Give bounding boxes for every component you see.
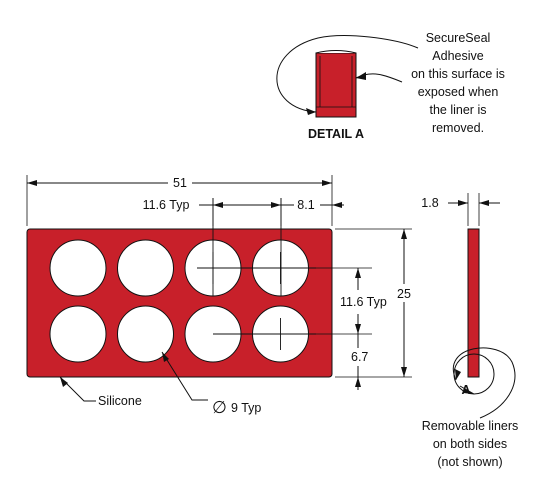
overall-height-label: 25 xyxy=(397,287,411,301)
front-view: 51 11.6 Typ 8.1 11.6 Typ 6.7 25 xyxy=(26,175,412,417)
diameter-symbol: ∅ xyxy=(212,398,227,417)
detail-a-strip-top-curve xyxy=(315,50,357,54)
side-profile xyxy=(467,228,480,378)
detail-a-boundary-curve xyxy=(276,35,419,113)
liner-note-leader xyxy=(453,347,516,419)
diameter-leader xyxy=(161,351,208,401)
thickness-label: 1.8 xyxy=(421,196,438,210)
hole xyxy=(117,239,174,297)
height-arrow-top xyxy=(401,229,407,239)
adhesive-note-line: the liner is xyxy=(430,103,487,117)
edge-offset-label: 8.1 xyxy=(297,198,314,212)
detail-a-boundary-arrow xyxy=(306,108,316,115)
pitch-arrow-left xyxy=(213,202,223,208)
vertical-pitch-label: 11.6 Typ xyxy=(340,295,387,309)
hole-pitch-label: 11.6 Typ xyxy=(143,198,190,212)
material-leader-arrow xyxy=(60,377,68,387)
liner-note-line: on both sides xyxy=(433,437,507,451)
width-arrow-right xyxy=(322,180,332,186)
vertical-pitch-arrow-bottom xyxy=(355,324,361,334)
adhesive-note-line: exposed when xyxy=(418,85,499,99)
liner-note-arrow xyxy=(455,369,461,380)
detail-a-view: DETAIL A SecureSeal Adhesive on this sur… xyxy=(276,31,505,141)
adhesive-note-line: SecureSeal xyxy=(426,31,491,45)
pitch-arrow-right xyxy=(271,202,281,208)
bottom-offset-arrow xyxy=(355,377,361,387)
material-leader xyxy=(59,376,96,402)
adhesive-note-line: on this surface is xyxy=(411,67,505,81)
overall-width-label: 51 xyxy=(173,176,187,190)
detail-a-callout-arrow xyxy=(463,388,474,394)
side-view: 1.8 A Removable liners on both sides (no… xyxy=(421,193,518,469)
material-label: Silicone xyxy=(98,394,142,408)
hole xyxy=(49,305,107,363)
liner-note-line: (not shown) xyxy=(437,455,502,469)
thickness-arrow-left xyxy=(458,200,468,206)
bottom-offset-label: 6.7 xyxy=(351,350,368,364)
thickness-arrow-right xyxy=(479,200,489,206)
detail-a-title: DETAIL A xyxy=(308,127,364,141)
adhesive-note-line: removed. xyxy=(432,121,484,135)
height-arrow-bottom xyxy=(401,367,407,377)
liner-note: Removable liners on both sides (not show… xyxy=(422,419,519,469)
hole xyxy=(49,239,107,297)
adhesive-note-line: Adhesive xyxy=(432,49,483,63)
detail-a-strip xyxy=(315,52,357,118)
adhesive-note: SecureSeal Adhesive on this surface is e… xyxy=(411,31,505,135)
vertical-pitch-arrow-top xyxy=(355,268,361,278)
adhesive-note-arrow xyxy=(356,72,366,80)
detail-a-callout-letter: A xyxy=(461,383,470,397)
hole-grid xyxy=(49,198,316,363)
hole xyxy=(117,305,174,363)
width-arrow-left xyxy=(27,180,37,186)
liner-note-line: Removable liners xyxy=(422,419,519,433)
edge-offset-arrow xyxy=(332,202,342,208)
hole-diameter-label: 9 Typ xyxy=(231,401,261,415)
diameter-leader-arrow xyxy=(162,352,169,362)
